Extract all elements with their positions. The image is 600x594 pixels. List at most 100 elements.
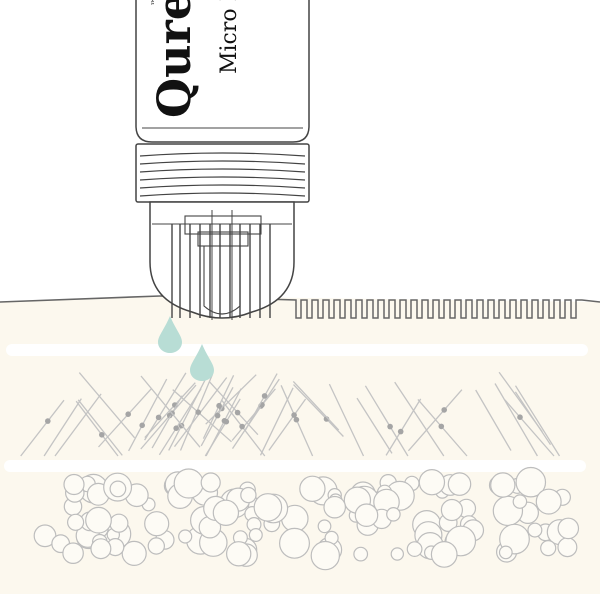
collagen-fiber (77, 399, 123, 456)
fibroblast-node (173, 425, 179, 432)
fat-cell (354, 503, 379, 527)
collagen-fiber (75, 400, 119, 457)
fat-cell (109, 480, 127, 498)
fibroblast-node (261, 393, 268, 399)
fat-cell (430, 541, 458, 568)
fat-cell (212, 499, 240, 526)
device-bottle (135, 0, 310, 143)
fibroblast-node (125, 411, 131, 418)
collagen-fiber (494, 383, 538, 457)
serum-droplet-icon (158, 316, 182, 353)
fat-cell (121, 540, 147, 567)
collagen-fiber (20, 399, 65, 457)
fat-cell (147, 537, 165, 555)
brand-tagline: Micro In (217, 0, 242, 74)
fat-cell (440, 498, 463, 522)
collagen-fiber (328, 383, 365, 457)
fat-cell (317, 519, 332, 534)
device-needle-head (149, 201, 295, 319)
serum-droplet-icon (190, 344, 214, 381)
fat-cell (173, 468, 204, 499)
fat-cell (178, 529, 193, 544)
collagen-fiber (128, 378, 168, 452)
fat-cell (527, 522, 543, 538)
fat-cell (225, 541, 252, 567)
fat-cell (386, 506, 401, 522)
fibroblast-node (397, 428, 404, 435)
fat-cell (515, 466, 547, 498)
collagen-fibers (20, 371, 561, 457)
collagen-fiber (158, 388, 202, 456)
fat-cell (299, 475, 326, 502)
collagen-fiber (268, 398, 307, 451)
fat-cell (418, 469, 446, 496)
skin-surface-line (0, 295, 161, 303)
fibroblast-node (438, 423, 445, 430)
collagen-fiber (514, 391, 552, 446)
microchannels-line (159, 295, 600, 319)
fat-cell (535, 488, 562, 515)
fibroblast-node (139, 422, 145, 429)
fat-cell (200, 472, 221, 493)
fat-cell (310, 540, 340, 571)
fat-cell (540, 539, 557, 557)
microneedle-roller-device (135, 0, 310, 320)
fat-cell (62, 542, 84, 564)
dermis-band (4, 460, 586, 472)
collagen-fiber (140, 375, 201, 448)
fat-cell (557, 517, 580, 540)
fat-cell (253, 493, 283, 522)
fat-cells (33, 466, 580, 571)
collagen-fiber (356, 397, 393, 454)
fat-cell (248, 527, 263, 542)
fat-cell (557, 537, 578, 558)
fibroblast-node (195, 409, 201, 416)
collagen-fiber (259, 387, 294, 456)
fat-cell (390, 547, 404, 561)
fat-cell (323, 495, 346, 519)
fibroblast-node (99, 432, 105, 438)
brand-trademark: ™ (151, 0, 161, 6)
fibroblast-node (214, 412, 221, 419)
collagen-fiber (292, 380, 340, 431)
fibroblast-node (517, 414, 523, 421)
fibroblast-node (293, 416, 300, 423)
fat-cell (90, 538, 112, 560)
collagen-fiber (172, 389, 232, 443)
fibroblast-node (239, 423, 245, 430)
fibroblast-node (441, 407, 448, 413)
brand-label: Qure ™ (147, 0, 201, 118)
fat-cell (447, 472, 472, 496)
fat-cell (240, 486, 257, 504)
fibroblast-node (291, 412, 297, 418)
fat-cell (490, 472, 516, 498)
fat-cell (406, 541, 423, 557)
collagen-fiber (293, 384, 344, 437)
fat-cell (353, 546, 369, 562)
brand-name: Qure (147, 0, 201, 118)
collagen-fiber (244, 373, 278, 431)
collagen-fiber (385, 398, 422, 456)
collagen-fiber (231, 378, 280, 449)
fat-cell (66, 513, 85, 531)
fibroblast-node (216, 402, 222, 409)
collagen-fiber (43, 398, 82, 457)
collagen-fiber (54, 393, 102, 457)
fat-cell (279, 527, 311, 559)
collagen-fiber (504, 399, 555, 457)
collagen-fiber (364, 385, 409, 457)
fat-cell (109, 513, 129, 533)
fibroblast-node (387, 423, 393, 430)
collagen-fiber (514, 385, 561, 457)
collagen-fiber (151, 395, 183, 449)
fat-cell (498, 545, 513, 560)
fibroblast-node (234, 409, 241, 416)
epidermis-band (6, 344, 588, 356)
fat-cell (144, 511, 170, 537)
fibroblast-node (155, 414, 162, 421)
fibroblast-node (223, 418, 230, 425)
fat-cell (85, 506, 112, 534)
brand-tagline-group: Micro In (217, 0, 242, 74)
collagen-fiber (394, 381, 445, 457)
